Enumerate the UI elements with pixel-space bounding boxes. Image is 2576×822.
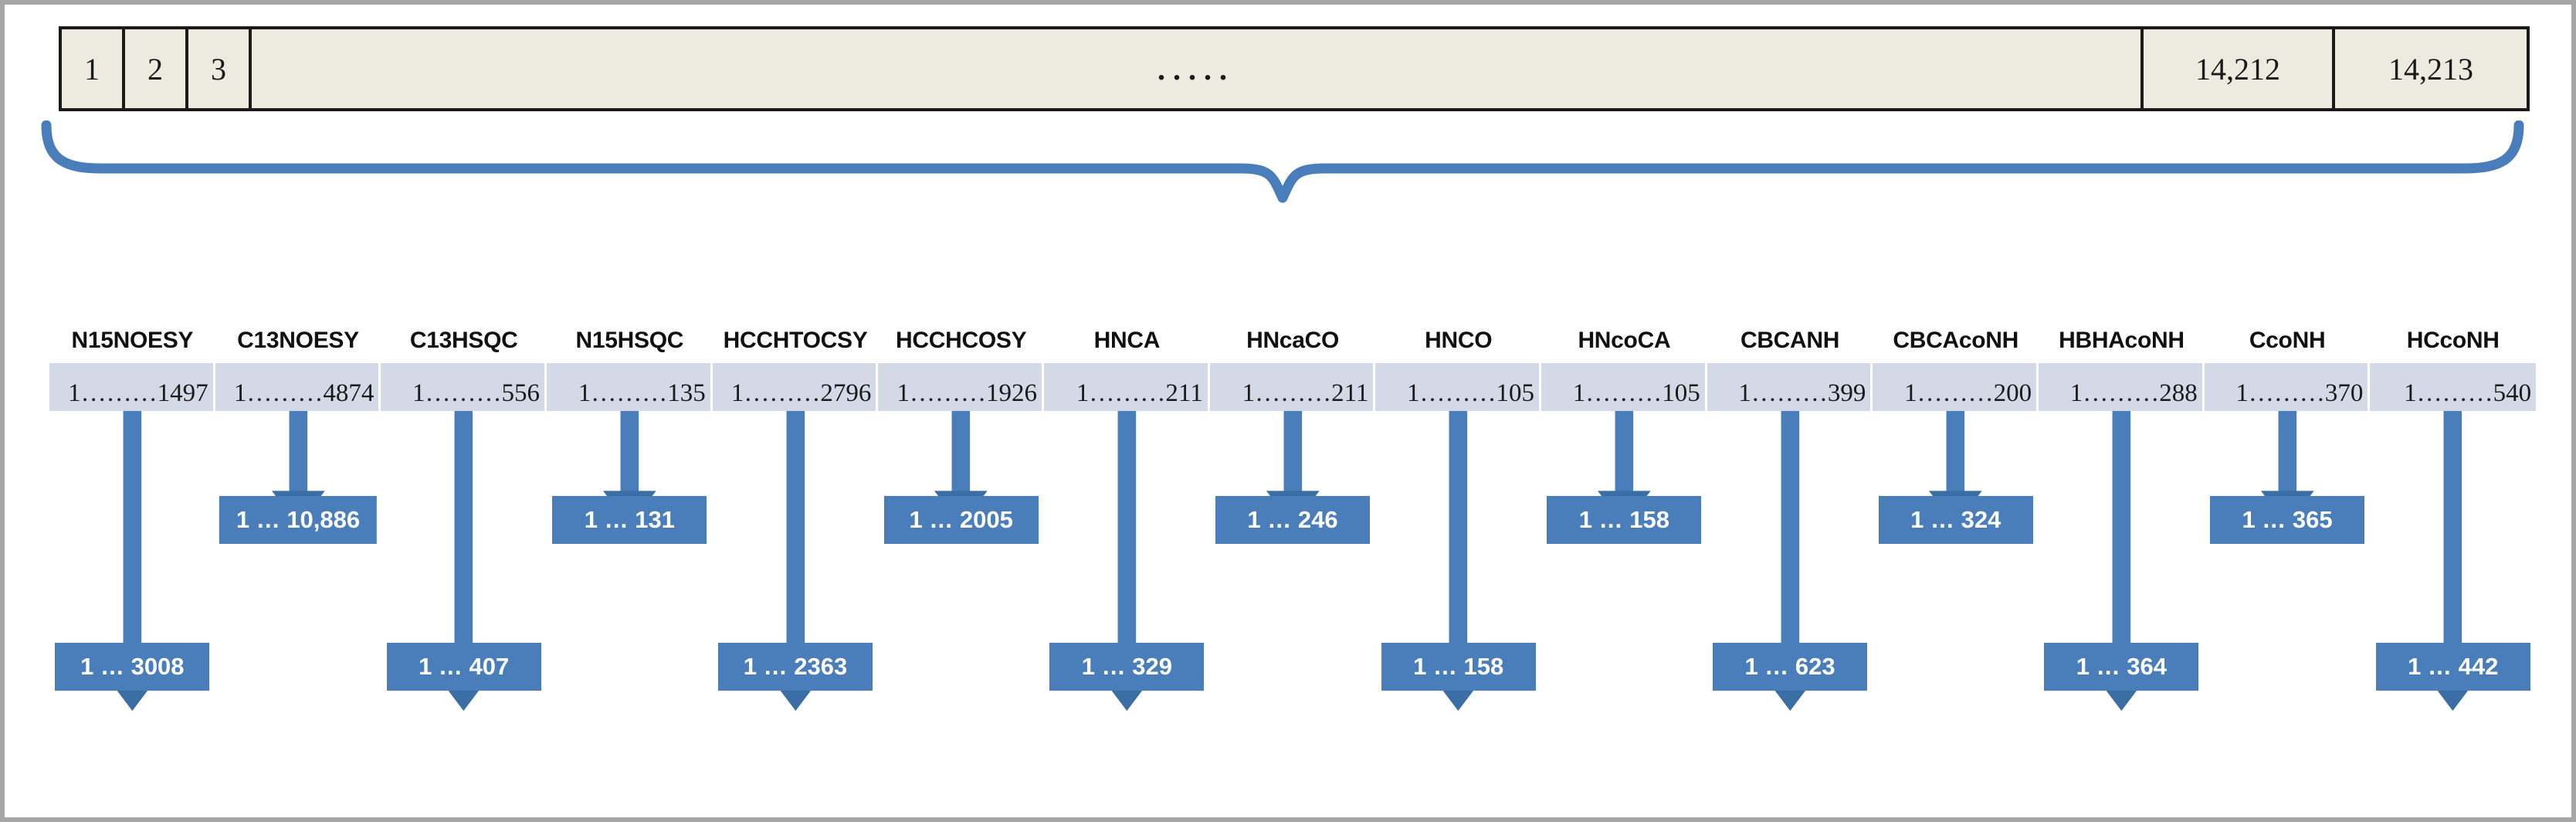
index-cell-3: 3 — [188, 29, 252, 108]
down-arrow-long-icon — [2426, 411, 2480, 712]
range-cell: 1………399 — [1707, 363, 1873, 411]
result-box: 1 … 246 — [1215, 496, 1371, 544]
column-header: N15NOESY — [71, 328, 194, 353]
arrow-zone: 1 … 365 — [2205, 411, 2371, 800]
range-cell: 1………211 — [1209, 363, 1376, 411]
column-hncaco: HNcaCO 1………211 1 … 246 — [1209, 306, 1376, 800]
range-cell: 1………540 — [2370, 363, 2537, 411]
down-arrow-short-icon — [1598, 411, 1651, 526]
arrow-zone: 1 … 2363 — [713, 411, 879, 800]
column-header: HNCO — [1425, 328, 1493, 353]
column-header: HCCHTOCSY — [723, 328, 868, 353]
index-cell-1: 1 — [62, 29, 125, 108]
column-hcchcosy: HCCHCOSY 1………1926 1 … 2005 — [878, 306, 1045, 800]
down-arrow-short-icon — [603, 411, 656, 526]
range-cell: 1………4874 — [215, 363, 381, 411]
index-table: 1 2 3 ..... 14,212 14,213 — [59, 26, 2530, 111]
column-c13hsqc: C13HSQC 1………556 1 … 407 — [381, 306, 547, 800]
down-arrow-short-icon — [1266, 411, 1320, 526]
result-box: 1 … 3008 — [55, 643, 210, 691]
down-arrow-long-icon — [1432, 411, 1486, 712]
index-cell-ellipsis: ..... — [252, 29, 2144, 108]
column-header: HNCA — [1093, 328, 1161, 353]
column-cconh: CcoNH 1………370 1 … 365 — [2204, 306, 2371, 800]
column-header: HNcoCA — [1578, 328, 1671, 353]
down-arrow-short-icon — [1929, 411, 1983, 526]
column-header: HBHAcoNH — [2059, 328, 2185, 353]
arrow-zone: 1 … 10,886 — [215, 411, 381, 800]
column-header: CcoNH — [2249, 328, 2326, 353]
range-cell: 1………2796 — [712, 363, 879, 411]
column-hncoca: HNcoCA 1………105 1 … 158 — [1541, 306, 1707, 800]
range-cell: 1………211 — [1044, 363, 1210, 411]
column-header: C13HSQC — [409, 328, 518, 353]
column-header: C13NOESY — [237, 328, 359, 353]
column-header: N15HSQC — [575, 328, 684, 353]
down-arrow-long-icon — [105, 411, 159, 712]
column-n15hsqc: N15HSQC 1………135 1 … 131 — [547, 306, 713, 800]
column-c13noesy: C13NOESY 1………4874 1 … 10,886 — [215, 306, 381, 800]
down-arrow-short-icon — [2260, 411, 2314, 526]
result-box: 1 … 131 — [552, 496, 707, 544]
arrow-zone: 1 … 324 — [1873, 411, 2039, 800]
column-n15noesy: N15NOESY 1………1497 1 … 3008 — [49, 306, 215, 800]
arrow-zone: 1 … 364 — [2039, 411, 2205, 800]
down-arrow-long-icon — [1763, 411, 1817, 712]
index-cell-14213: 14,213 — [2335, 29, 2527, 108]
column-header: CBCANH — [1740, 328, 1840, 353]
range-cell: 1………288 — [2039, 363, 2205, 411]
range-cell: 1………135 — [547, 363, 713, 411]
column-hnca: HNCA 1………211 1 … 329 — [1044, 306, 1210, 800]
arrow-zone: 1 … 3008 — [49, 411, 215, 800]
result-box: 1 … 329 — [1049, 643, 1205, 691]
down-arrow-long-icon — [768, 411, 822, 712]
arrow-zone: 1 … 442 — [2370, 411, 2536, 800]
result-box: 1 … 365 — [2210, 496, 2365, 544]
result-box: 1 … 623 — [1713, 643, 1868, 691]
index-cell-14212: 14,212 — [2144, 29, 2335, 108]
range-cell: 1………105 — [1375, 363, 1542, 411]
result-box: 1 … 324 — [1878, 496, 2033, 544]
down-arrow-short-icon — [934, 411, 988, 526]
column-cbcanh: CBCANH 1………399 1 … 623 — [1707, 306, 1873, 800]
result-box: 1 … 407 — [386, 643, 541, 691]
experiment-columns: N15NOESY 1………1497 1 … 3008 C13NOESY 1………… — [49, 306, 2537, 800]
down-arrow-long-icon — [2095, 411, 2148, 712]
column-header: HCCHCOSY — [896, 328, 1027, 353]
range-cell: 1………1926 — [878, 363, 1045, 411]
result-box: 1 … 158 — [1381, 643, 1536, 691]
column-cbcaconh: CBCAcoNH 1………200 1 … 324 — [1873, 306, 2039, 800]
arrow-zone: 1 … 158 — [1375, 411, 1541, 800]
column-hbhaconh: HBHAcoNH 1………288 1 … 364 — [2039, 306, 2205, 800]
down-arrow-long-icon — [437, 411, 491, 712]
arrow-zone: 1 … 131 — [547, 411, 713, 800]
result-box: 1 … 2005 — [883, 496, 1039, 544]
arrow-zone: 1 … 329 — [1044, 411, 1210, 800]
result-box: 1 … 442 — [2375, 643, 2530, 691]
arrow-zone: 1 … 246 — [1210, 411, 1376, 800]
arrow-zone: 1 … 158 — [1541, 411, 1707, 800]
down-arrow-long-icon — [1100, 411, 1154, 712]
result-box: 1 … 364 — [2044, 643, 2199, 691]
column-header: HNcaCO — [1246, 328, 1339, 353]
range-cell: 1………1497 — [49, 363, 215, 411]
range-cell: 1………370 — [2204, 363, 2371, 411]
column-header: HCcoNH — [2406, 328, 2500, 353]
range-cell: 1………200 — [1873, 363, 2039, 411]
column-hcconh: HCcoNH 1………540 1 … 442 — [2370, 306, 2537, 800]
result-box: 1 … 2363 — [718, 643, 873, 691]
column-hnco: HNCO 1………105 1 … 158 — [1375, 306, 1542, 800]
range-cell: 1………556 — [381, 363, 547, 411]
range-cell: 1………105 — [1541, 363, 1707, 411]
index-cell-2: 2 — [125, 29, 188, 108]
arrow-zone: 1 … 2005 — [878, 411, 1044, 800]
result-box: 1 … 158 — [1547, 496, 1702, 544]
down-arrow-short-icon — [271, 411, 325, 526]
result-box: 1 … 10,886 — [219, 496, 378, 544]
arrow-zone: 1 … 407 — [381, 411, 547, 800]
column-hcchtocsy: HCCHTOCSY 1………2796 1 … 2363 — [712, 306, 879, 800]
column-header: CBCAcoNH — [1893, 328, 2019, 353]
arrow-zone: 1 … 623 — [1707, 411, 1873, 800]
curly-brace — [36, 120, 2530, 267]
